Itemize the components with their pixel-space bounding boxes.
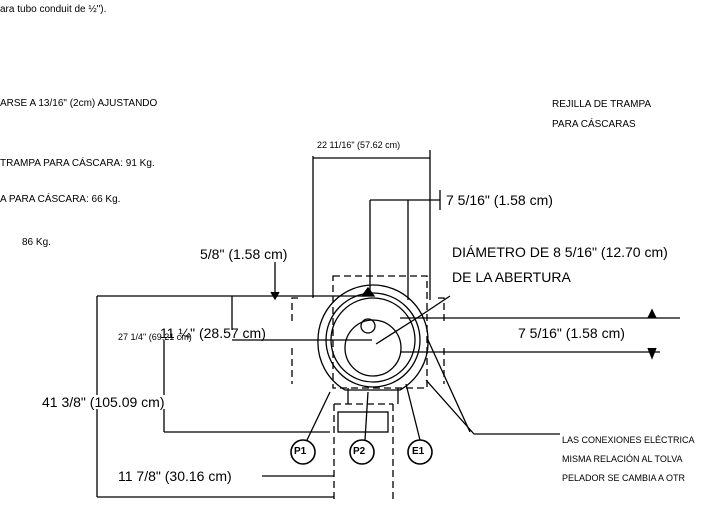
motor-housing <box>317 284 429 391</box>
dim-height-mid: 27 1/4" (69.21 cm) <box>118 332 192 342</box>
dashed-base-column <box>333 403 394 500</box>
datum-right <box>400 317 680 353</box>
slope-line <box>427 339 471 433</box>
dim-height-total: 41 3/8" (105.09 cm) <box>40 394 167 410</box>
datum-right-arrow <box>647 347 657 360</box>
p2-callout-label: P2 <box>353 446 366 457</box>
dim-offset-top-ext <box>369 200 409 300</box>
dim-offset-right: 7 5/16" (1.58 cm) <box>518 325 625 341</box>
adjust-note: ARSE A 13/16" (2cm) AJUSTANDO <box>0 98 158 109</box>
grille-label-line1: REJILLA DE TRAMPA <box>552 99 652 110</box>
dim-offset-top: 7 5/16" (1.58 cm) <box>446 192 553 208</box>
opening-label-line2: DE LA ABERTURA <box>452 269 571 285</box>
electrical-note-line2: MISMA RELACIÓN AL TOLVA <box>562 454 683 464</box>
opening-leader <box>375 295 451 345</box>
grille-label-line2: PARA CÁSCARAS <box>552 119 636 130</box>
e1-callout-circle <box>407 439 433 465</box>
weight-no-trap-note: A PARA CÁSCARA: 66 Kg. <box>0 194 121 205</box>
opening-label-line1: DIÁMETRO DE 8 5/16" (12.70 cm) <box>452 244 668 260</box>
p2-leader <box>364 391 369 441</box>
dashed-right-bracket <box>438 297 445 384</box>
datum-right-arrow-2 <box>647 308 657 319</box>
hub-circle <box>360 318 376 334</box>
hopper-spout <box>360 286 376 297</box>
electrical-note-line1: LAS CONEXIONES ELÉCTRICA <box>562 435 695 445</box>
base-block <box>337 411 389 433</box>
dashed-housing-outline <box>332 275 428 389</box>
weight-other-note: 86 Kg. <box>22 237 51 248</box>
dim-height-base: 11 7/8" (30.16 cm) <box>118 468 232 484</box>
dim-width-overall: 22 11/16" (57.62 cm) <box>317 140 401 150</box>
dim-small-gap: 5/8" (1.58 cm) <box>200 246 288 262</box>
p1-callout-label: P1 <box>294 446 307 457</box>
e1-callout-label: E1 <box>412 446 425 457</box>
opening-circle <box>344 319 402 377</box>
e1-leader <box>405 383 421 441</box>
p2-callout-circle <box>349 439 375 465</box>
p1-callout-circle <box>290 439 316 465</box>
weight-trap-note: TRAMPA PARA CÁSCARA: 91 Kg. <box>0 158 155 169</box>
dashed-left-bracket <box>291 297 298 384</box>
p1-leader <box>306 391 331 441</box>
dim-height-center: 11 ¼" (28.57 cm) <box>160 325 266 341</box>
electrical-leader <box>425 379 560 435</box>
electrical-note-line3: PELADOR SE CAMBIA A OTR <box>562 473 686 483</box>
conduit-note: ara tubo conduit de ½"). <box>0 4 107 15</box>
